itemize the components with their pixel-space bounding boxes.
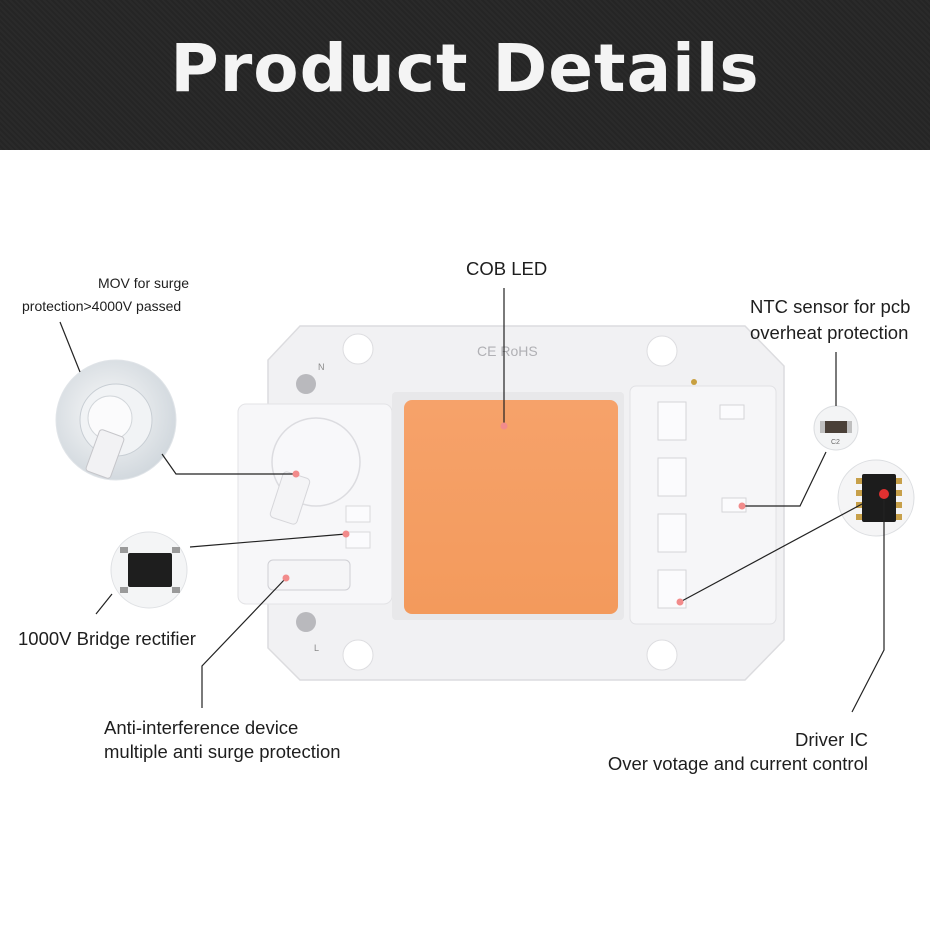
anti-interference-label: Anti-interference device multiple anti s…: [104, 717, 341, 762]
mount-hole-bl: [342, 639, 374, 671]
bridge-rectifier-chip: [128, 553, 172, 587]
ntc-sensor-chip: [823, 421, 849, 433]
driver-ic-label: Driver IC Over votage and current contro…: [607, 729, 868, 774]
mount-hole-tl: [342, 333, 374, 365]
ce-rohs-marking: CE RoHS: [477, 343, 538, 359]
cob-led-chip: [404, 400, 618, 614]
ntc-label: NTC sensor for pcb overheat protection: [750, 296, 911, 343]
bridge-rectifier-label: 1000V Bridge rectifier: [18, 628, 196, 649]
marker-dots: [282, 422, 746, 606]
pin-l-text: L: [314, 643, 319, 653]
mov-label-line2: protection>4000V passed: [22, 298, 182, 314]
anti-interference-component: [267, 559, 351, 591]
pin-pad-l: [296, 612, 316, 632]
mount-hole-tr: [646, 335, 678, 367]
mov-label: MOV for surge: [98, 275, 190, 291]
pin-n-text: N: [318, 362, 325, 372]
right-component-area: [629, 385, 777, 625]
cob-led-label: COB LED: [466, 258, 548, 279]
driver-ic-chip: [862, 474, 896, 522]
header-banner: Product Details: [0, 0, 930, 150]
page-title: Product Details: [170, 30, 760, 107]
mount-hole-br: [646, 639, 678, 671]
leader-lines: [59, 288, 885, 713]
pin-pad-n: [296, 374, 316, 394]
cap-code-text: C2: [831, 439, 840, 446]
